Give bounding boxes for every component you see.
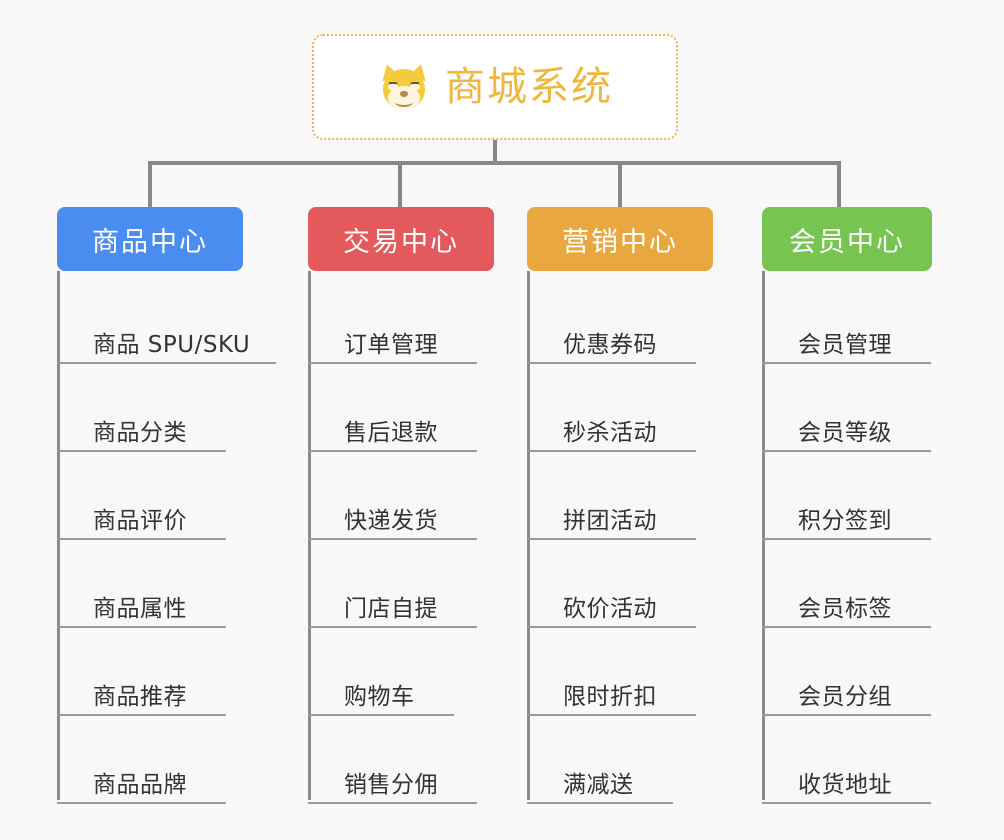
leaf-label: 砍价活动	[563, 596, 657, 623]
root-node-title: 商城系统	[445, 64, 613, 110]
leaf-label: 购物车	[344, 684, 415, 711]
connector-horizontal-bus	[148, 161, 841, 165]
leaf-label: 订单管理	[344, 332, 438, 359]
branch-header-1[interactable]: 商品中心	[57, 207, 243, 271]
leaf-item[interactable]: 满减送	[527, 716, 673, 804]
leaf-item[interactable]: 门店自提	[308, 540, 477, 628]
leaf-item[interactable]: 商品分类	[57, 364, 226, 452]
connector-root-stem	[493, 140, 497, 165]
leaf-label: 商品分类	[93, 420, 187, 447]
branch-header-3[interactable]: 营销中心	[527, 207, 713, 271]
leaf-item[interactable]: 销售分佣	[308, 716, 477, 804]
leaf-label: 商品推荐	[93, 684, 187, 711]
shiba-dog-face-icon	[377, 60, 431, 114]
leaf-label: 销售分佣	[344, 772, 438, 799]
leaf-item[interactable]: 购物车	[308, 628, 454, 716]
branch-header-3-label: 营销中心	[562, 226, 678, 258]
branch-header-2-label: 交易中心	[343, 226, 459, 258]
leaf-list-2: 订单管理 售后退款 快递发货 门店自提 购物车 销售分佣	[308, 276, 494, 804]
branch-spine-1	[57, 271, 60, 800]
leaf-label: 积分签到	[798, 508, 892, 535]
leaf-label: 商品品牌	[93, 772, 187, 799]
leaf-label: 售后退款	[344, 420, 438, 447]
root-node-shop-system[interactable]: 商城系统	[312, 34, 678, 140]
branch-spine-4	[762, 271, 765, 800]
branch-column-2: 交易中心 订单管理 售后退款 快递发货 门店自提 购物车 销售分佣	[308, 207, 494, 804]
connector-drop-branch-4	[837, 161, 841, 207]
leaf-label: 会员管理	[798, 332, 892, 359]
leaf-label: 限时折扣	[563, 684, 657, 711]
connector-drop-branch-2	[398, 161, 402, 207]
leaf-item[interactable]: 商品属性	[57, 540, 226, 628]
leaf-item[interactable]: 商品 SPU/SKU	[57, 276, 276, 364]
branch-header-4[interactable]: 会员中心	[762, 207, 932, 271]
leaf-item[interactable]: 会员分组	[762, 628, 931, 716]
leaf-label: 快递发货	[344, 508, 438, 535]
leaf-label: 商品属性	[93, 596, 187, 623]
leaf-label: 商品 SPU/SKU	[93, 332, 251, 359]
leaf-label: 秒杀活动	[563, 420, 657, 447]
leaf-label: 商品评价	[93, 508, 187, 535]
leaf-item[interactable]: 会员等级	[762, 364, 931, 452]
leaf-list-1: 商品 SPU/SKU 商品分类 商品评价 商品属性 商品推荐 商品品牌	[57, 276, 276, 804]
leaf-item[interactable]: 会员管理	[762, 276, 931, 364]
branch-header-4-label: 会员中心	[789, 226, 905, 258]
leaf-label: 门店自提	[344, 596, 438, 623]
leaf-item[interactable]: 优惠券码	[527, 276, 696, 364]
connector-drop-branch-3	[618, 161, 622, 207]
leaf-item[interactable]: 砍价活动	[527, 540, 696, 628]
leaf-item[interactable]: 商品推荐	[57, 628, 226, 716]
leaf-label: 满减送	[563, 772, 634, 799]
leaf-item[interactable]: 会员标签	[762, 540, 931, 628]
leaf-item[interactable]: 商品评价	[57, 452, 226, 540]
leaf-label: 会员等级	[798, 420, 892, 447]
leaf-item[interactable]: 收货地址	[762, 716, 931, 804]
branch-column-3: 营销中心 优惠券码 秒杀活动 拼团活动 砍价活动 限时折扣 满减送	[527, 207, 713, 804]
leaf-item[interactable]: 订单管理	[308, 276, 477, 364]
leaf-label: 会员标签	[798, 596, 892, 623]
leaf-label: 收货地址	[798, 772, 892, 799]
leaf-item[interactable]: 限时折扣	[527, 628, 696, 716]
branch-spine-2	[308, 271, 311, 800]
leaf-label: 优惠券码	[563, 332, 657, 359]
branch-header-2[interactable]: 交易中心	[308, 207, 494, 271]
leaf-list-4: 会员管理 会员等级 积分签到 会员标签 会员分组 收货地址	[762, 276, 932, 804]
branch-spine-3	[527, 271, 530, 800]
leaf-item[interactable]: 快递发货	[308, 452, 477, 540]
branch-column-1: 商品中心 商品 SPU/SKU 商品分类 商品评价 商品属性 商品推荐 商品品牌	[57, 207, 276, 804]
branch-header-1-label: 商品中心	[92, 226, 208, 258]
leaf-item[interactable]: 售后退款	[308, 364, 477, 452]
leaf-label: 拼团活动	[563, 508, 657, 535]
connector-drop-branch-1	[148, 161, 152, 207]
leaf-item[interactable]: 秒杀活动	[527, 364, 696, 452]
branch-column-4: 会员中心 会员管理 会员等级 积分签到 会员标签 会员分组 收货地址	[762, 207, 932, 804]
leaf-list-3: 优惠券码 秒杀活动 拼团活动 砍价活动 限时折扣 满减送	[527, 276, 713, 804]
leaf-label: 会员分组	[798, 684, 892, 711]
leaf-item[interactable]: 积分签到	[762, 452, 931, 540]
leaf-item[interactable]: 拼团活动	[527, 452, 696, 540]
leaf-item[interactable]: 商品品牌	[57, 716, 226, 804]
